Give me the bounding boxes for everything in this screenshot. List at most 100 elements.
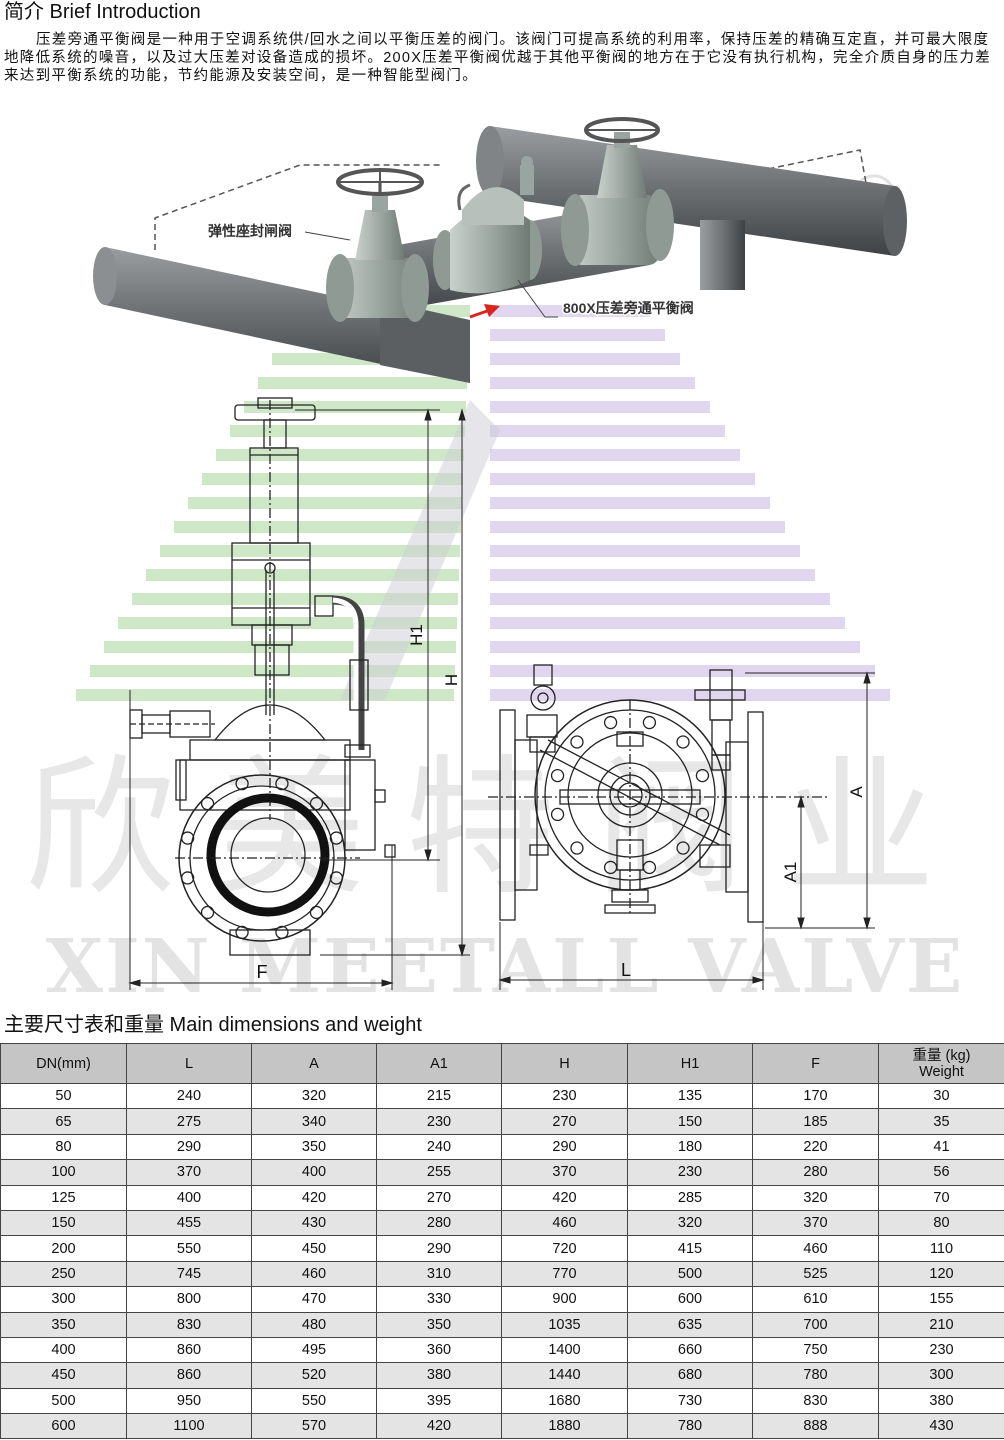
logo-stripe: [490, 689, 890, 701]
front-dimensions: [128, 408, 470, 990]
table-cell: 210: [878, 1311, 1004, 1338]
dim-label-a1: A1: [781, 862, 800, 883]
bolt-hole: [603, 715, 618, 730]
table-cell: 1035: [501, 1311, 628, 1338]
table-cell: 520: [251, 1362, 377, 1389]
table-cell: 320: [251, 1082, 377, 1110]
logo-stripe: [490, 377, 695, 389]
bolt-hole: [200, 905, 215, 920]
table-cell: 430: [251, 1209, 377, 1237]
table-header-row: DN(mm) L A A1 H H1 F 重量 (kg) Weight: [0, 1043, 1004, 1084]
table-cell: 570: [251, 1413, 377, 1440]
dimensions-table: DN(mm) L A A1 H H1 F 重量 (kg) Weight 50 24…: [0, 1043, 1004, 1440]
table-cell: 300: [0, 1286, 127, 1313]
logo-stripe: [490, 593, 830, 605]
brand-watermark: 欣美特阀业 XIN MEETALL VALVE: [25, 742, 975, 1005]
bolt-hole: [329, 871, 344, 885]
table-cell: 770: [501, 1260, 628, 1288]
table-cell: 215: [376, 1082, 502, 1110]
front-view-drawing: [129, 397, 396, 956]
bolt-hole: [309, 796, 324, 811]
col-header-h: H: [501, 1043, 628, 1084]
balance-valve-3d: [433, 156, 542, 294]
callout-gate-valve: 弹性座封闸阀: [208, 223, 292, 239]
table-cell: 455: [126, 1209, 252, 1237]
table-cell: 290: [126, 1133, 252, 1161]
logo-stripe: [490, 473, 755, 485]
table-cell: 250: [0, 1260, 127, 1288]
bolt-hole: [309, 905, 324, 920]
table-cell: 290: [501, 1133, 628, 1161]
table-cell: 460: [752, 1235, 879, 1262]
table-cell: 460: [251, 1260, 377, 1288]
table-cell: 420: [376, 1413, 502, 1440]
logo-stripe: [216, 449, 464, 461]
bolt-hole: [570, 841, 584, 855]
col-header-h1: H1: [627, 1043, 753, 1084]
logo-stripe: [490, 617, 845, 629]
table-cell: 420: [251, 1184, 377, 1211]
table-cell: 240: [376, 1133, 502, 1161]
table-cell: 550: [251, 1387, 377, 1415]
table-cell: 350: [376, 1311, 502, 1338]
col-header-dn: DN(mm): [0, 1043, 127, 1084]
logo-stripe: [490, 305, 650, 317]
table-cell: 280: [376, 1209, 502, 1237]
bolt-hole: [180, 831, 195, 845]
table-cell: 680: [627, 1362, 753, 1389]
table-cell: 1440: [501, 1362, 628, 1389]
table-cell: 1880: [501, 1413, 628, 1440]
table-cell: 230: [627, 1159, 753, 1186]
dim-label-l: L: [621, 960, 631, 980]
col-header-l: L: [126, 1043, 252, 1084]
table-cell: 100: [0, 1159, 127, 1186]
table-cell: 780: [752, 1362, 879, 1389]
logo-stripe: [244, 401, 466, 413]
table-cell: 420: [501, 1184, 628, 1211]
table-cell: 450: [0, 1362, 127, 1389]
table-cell: 500: [0, 1387, 127, 1415]
table-cell: 370: [126, 1159, 252, 1186]
table-cell: 200: [0, 1235, 127, 1262]
table-cell: 610: [752, 1286, 879, 1313]
table-cell: 370: [501, 1159, 628, 1186]
bolt-hole: [676, 841, 690, 855]
bolt-hole: [550, 807, 565, 822]
side-dimensions: [498, 671, 875, 990]
logo-stripe: [490, 329, 665, 341]
logo-stripe: [76, 689, 454, 701]
logo-stripe: [118, 617, 457, 629]
bolt-hole: [695, 768, 710, 783]
logo-stripe: [490, 425, 725, 437]
dim-label-a: A: [847, 786, 866, 798]
logo-stripe: [132, 593, 458, 605]
logo-stripe: [490, 665, 875, 677]
table-cell: 550: [126, 1235, 252, 1262]
table-cell: 310: [376, 1260, 502, 1288]
table-cell: 56: [878, 1159, 1004, 1186]
col-header-f: F: [752, 1043, 879, 1084]
table-cell: 275: [126, 1108, 252, 1135]
logo-stripe: [490, 401, 710, 413]
logo-stripe: [188, 497, 462, 509]
table-cell: 750: [752, 1336, 879, 1364]
intro-heading: 简介 Brief Introduction: [4, 1, 201, 23]
logo-stripe: [490, 449, 740, 461]
table-cell: 495: [251, 1336, 377, 1364]
table-cell: 50: [0, 1082, 127, 1110]
bolt-hole: [180, 871, 195, 885]
table-cell: 330: [376, 1286, 502, 1313]
watermark-cn: 欣美特阀业: [25, 742, 975, 916]
col-header-a1: A1: [376, 1043, 502, 1084]
table-cell: 1680: [501, 1387, 628, 1415]
table-cell: 430: [878, 1413, 1004, 1440]
table-cell: 900: [501, 1286, 628, 1313]
table-cell: 65: [0, 1108, 127, 1135]
